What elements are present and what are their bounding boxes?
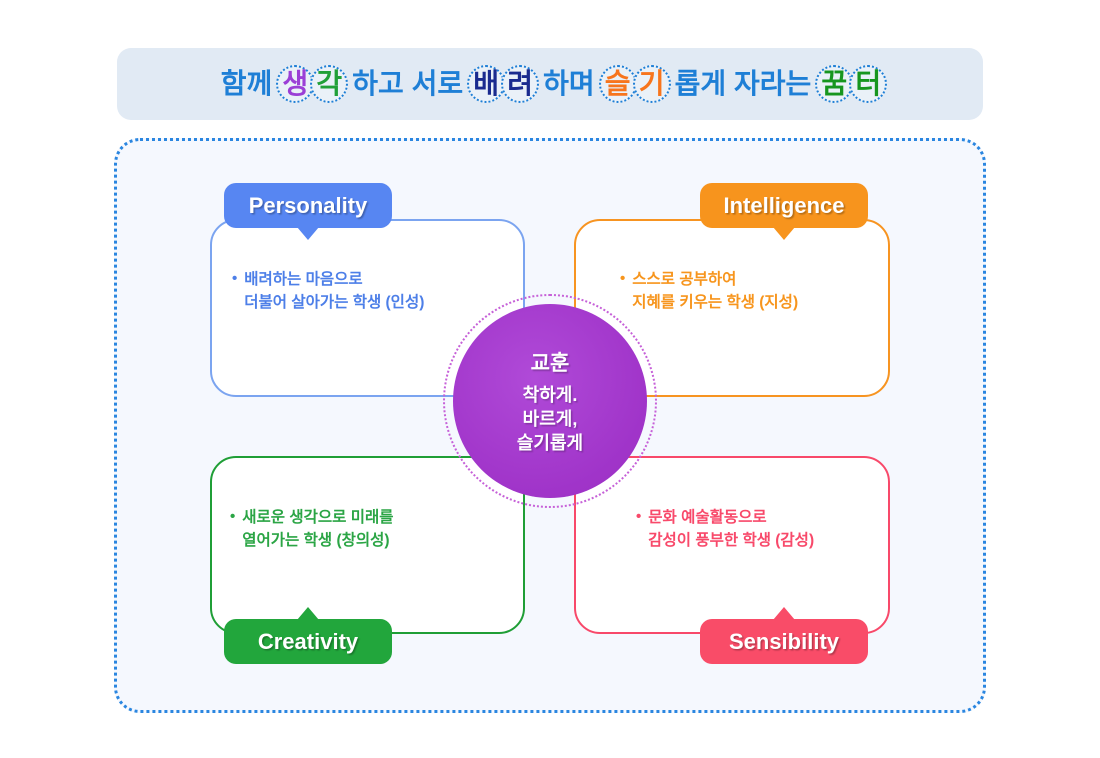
slogan-text: 함께 [220,68,273,99]
center-motto-circle: 교훈 착하게. 바르게, 슬기롭게 [453,304,647,498]
slogan-circled-char: 각 [310,65,349,103]
tab-sensibility[interactable]: Sensibility [700,607,868,664]
card-text-personality: • 배려하는 마음으로 더불어 살아가는 학생 (인성) [232,268,424,315]
card-text-personality-content: 배려하는 마음으로 더불어 살아가는 학생 (인성) [244,271,425,312]
bullet-icon: • [232,270,238,287]
slogan-circled-char: 슬 [598,65,637,103]
slogan-circled-char: 터 [849,65,888,103]
card-text-creativity-content: 새로운 생각으로 미래를 열어가는 학생 (창의성) [242,509,394,550]
slogan-text: 롭게 자라는 [674,68,812,99]
card-text-intelligence: • 스스로 공부하여 지혜를 키우는 학생 (지성) [620,268,798,315]
tab-personality[interactable]: Personality [224,183,392,240]
tab-intelligence[interactable]: Intelligence [700,183,868,240]
tab-creativity-label: Creativity [257,628,359,654]
tab-intelligence-label: Intelligence [723,192,845,218]
bullet-icon: • [620,270,626,287]
card-text-intelligence-content: 스스로 공부하여 지혜를 키우는 학생 (지성) [632,271,799,312]
slogan-circled-char: 꿈 [815,65,854,103]
center-motto: 착하게. 바르게, 슬기롭게 [516,384,584,454]
slogan-circled-char: 배 [467,65,506,103]
card-text-sensibility: • 문화 예술활동으로 감성이 풍부한 학생 (감성) [636,506,814,553]
slogan-circled-char: 기 [632,65,671,103]
tab-sensibility-label: Sensibility [728,628,840,654]
card-sensibility [574,456,890,634]
bullet-icon: • [230,508,236,525]
bullet-icon: • [636,508,642,525]
center-dotted-ring [443,294,657,508]
tab-personality-label: Personality [248,192,368,218]
center-title: 교훈 [530,351,570,375]
card-creativity [210,456,525,634]
slogan-text: 하고 서로 [352,68,464,99]
slogan-text: 하며 [543,68,595,99]
slogan-circled-char: 려 [501,65,540,103]
slogan-circled-char: 생 [276,65,315,103]
card-text-creativity: • 새로운 생각으로 미래를 열어가는 학생 (창의성) [230,506,393,553]
card-text-sensibility-content: 문화 예술활동으로 감성이 풍부한 학생 (감성) [648,509,815,550]
tab-creativity[interactable]: Creativity [224,607,392,664]
